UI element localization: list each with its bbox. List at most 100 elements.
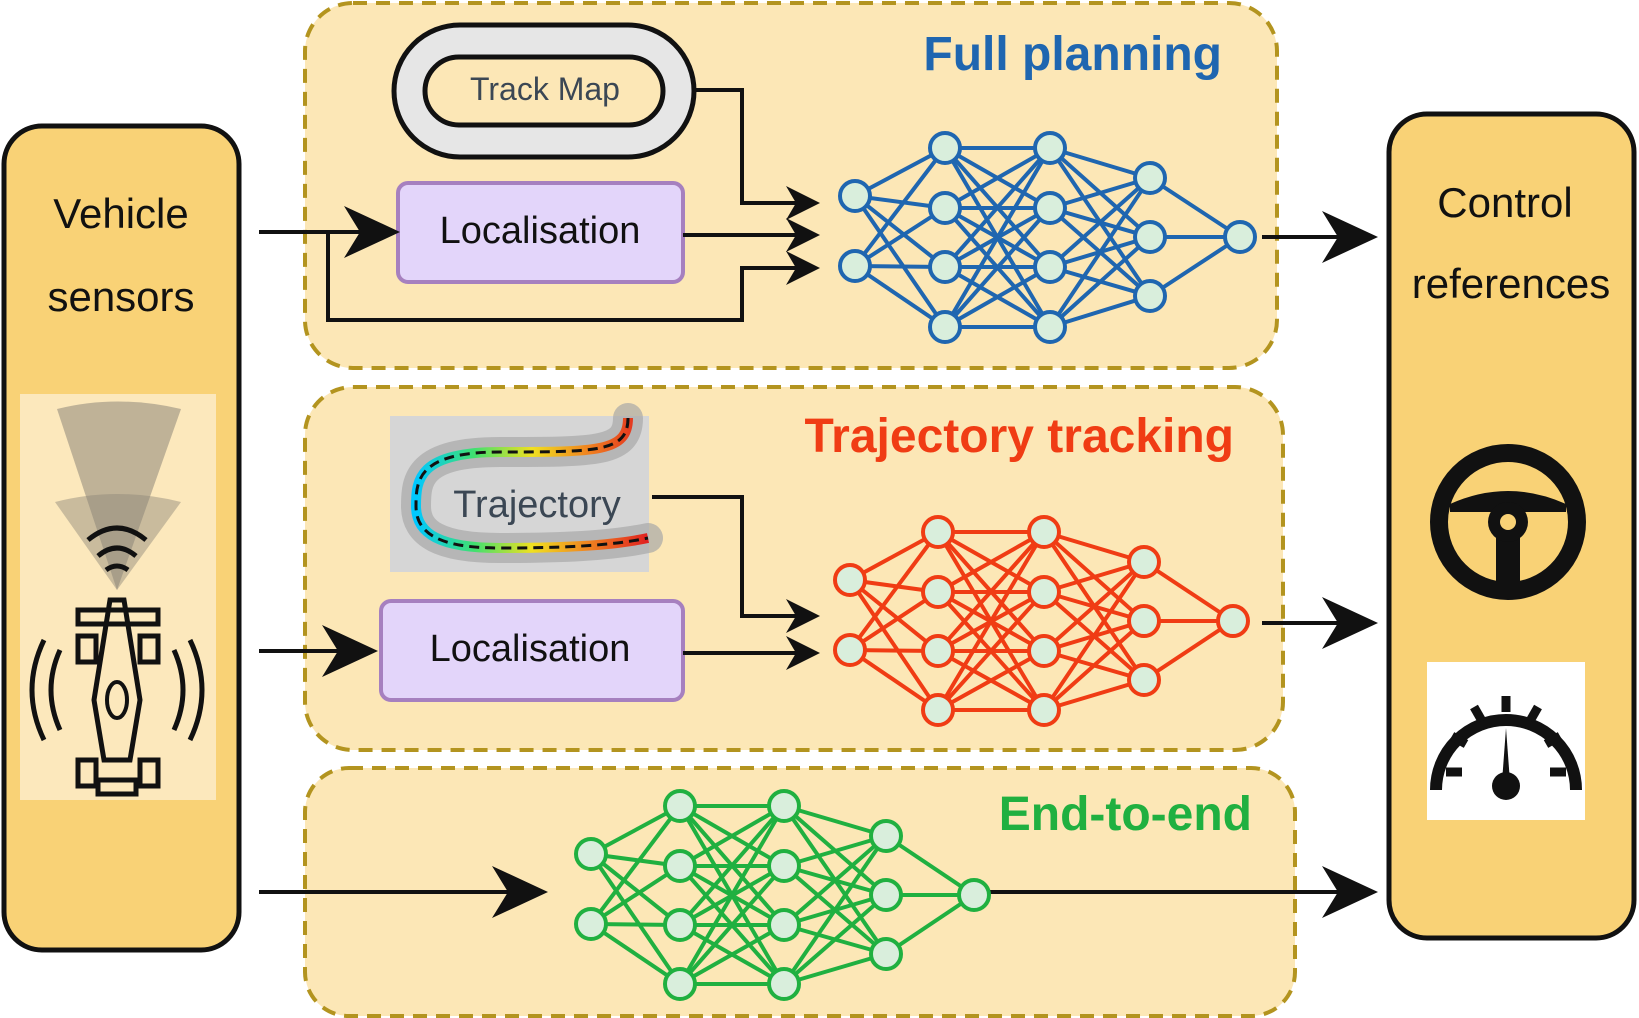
network-node xyxy=(1127,604,1161,638)
arrow-heads xyxy=(322,186,1378,918)
network-edge xyxy=(783,952,887,986)
network-edge xyxy=(1043,560,1145,594)
network-edge xyxy=(1042,560,1146,712)
network-edge xyxy=(1049,176,1151,210)
network-node xyxy=(1027,515,1061,549)
network-edge xyxy=(936,530,1046,653)
network-edge xyxy=(884,834,976,897)
network-node xyxy=(767,849,801,883)
network-node xyxy=(1223,220,1257,254)
steering-wheel-icon xyxy=(1430,444,1586,600)
network-edge xyxy=(943,146,1052,329)
neural-network-end-to-end xyxy=(574,789,991,1001)
network-node xyxy=(921,575,955,609)
network-node xyxy=(574,837,608,871)
network-edge xyxy=(782,834,888,986)
network-node xyxy=(1133,279,1167,313)
network-node xyxy=(1127,545,1161,579)
network-edge xyxy=(944,265,1051,329)
network-edge xyxy=(848,578,940,653)
network-node xyxy=(1033,250,1067,284)
network-edge xyxy=(1042,619,1146,712)
track-map-label: Track Map xyxy=(470,71,620,107)
network-node xyxy=(1033,131,1067,165)
network-edge xyxy=(937,530,1045,594)
network-node xyxy=(869,819,903,853)
speedometer-icon xyxy=(1427,662,1585,820)
title-end-to-end: End-to-end xyxy=(999,788,1252,841)
network-edge xyxy=(1042,560,1146,653)
network-node xyxy=(663,967,697,1001)
network-edge xyxy=(853,194,947,269)
control-references-label-line1: Control xyxy=(1437,179,1572,226)
title-full-planning: Full planning xyxy=(923,28,1222,81)
localisation-label-full-planning: Localisation xyxy=(440,210,641,252)
network-node xyxy=(869,878,903,912)
neural-network-trajectory-tracking xyxy=(833,515,1250,727)
network-edge xyxy=(848,590,940,652)
network-edge xyxy=(678,804,786,927)
network-node xyxy=(1133,220,1167,254)
network-edge xyxy=(589,852,682,927)
network-node xyxy=(869,937,903,971)
network-edge xyxy=(848,578,940,712)
title-trajectory-tracking: Trajectory tracking xyxy=(804,410,1234,463)
network-edge xyxy=(783,804,887,838)
network-edge xyxy=(853,264,947,329)
network-node xyxy=(767,789,801,823)
network-node xyxy=(767,967,801,1001)
network-edge xyxy=(1043,530,1145,564)
network-edge xyxy=(1142,560,1235,623)
network-edge xyxy=(679,923,785,986)
network-node xyxy=(838,179,872,213)
neural-network-full-planning xyxy=(838,131,1257,344)
network-edge xyxy=(678,804,786,986)
network-node xyxy=(767,908,801,942)
vehicle-sensors-label-line2: sensors xyxy=(47,273,194,320)
network-node xyxy=(663,789,697,823)
network-edge xyxy=(1148,235,1242,298)
network-node xyxy=(928,310,962,344)
car-sensors-icon xyxy=(20,394,216,800)
network-edge xyxy=(589,922,682,986)
network-edge xyxy=(589,852,682,986)
network-edge xyxy=(1048,176,1152,329)
network-edge xyxy=(936,590,1046,712)
network-edge xyxy=(678,864,786,986)
network-node xyxy=(663,908,697,942)
network-node xyxy=(921,634,955,668)
vehicle-sensors-label-line1: Vehicle xyxy=(53,190,188,237)
network-edge xyxy=(853,206,947,268)
network-edge xyxy=(943,146,1052,269)
network-edge xyxy=(1049,146,1151,180)
trajectory-box: Trajectory xyxy=(390,403,663,572)
network-node xyxy=(921,693,955,727)
network-edge xyxy=(944,146,1051,210)
network-node xyxy=(1027,634,1061,668)
network-node xyxy=(928,250,962,284)
network-edge xyxy=(853,194,947,329)
network-edge xyxy=(936,530,1046,712)
section-end-to-end xyxy=(303,766,1297,1018)
track-map-box: Track Map xyxy=(391,22,697,160)
network-node xyxy=(1027,693,1061,727)
network-node xyxy=(921,515,955,549)
network-edge xyxy=(1148,176,1242,239)
network-node xyxy=(1127,663,1161,697)
network-edge xyxy=(1048,176,1152,269)
network-node xyxy=(663,849,697,883)
network-node xyxy=(928,191,962,225)
network-edge xyxy=(1043,678,1145,712)
network-node xyxy=(928,131,962,165)
network-edge xyxy=(943,206,1052,329)
localisation-box-full-planning: Localisation xyxy=(396,181,685,284)
connector-lines xyxy=(259,88,1340,894)
network-node xyxy=(1033,310,1067,344)
localisation-box-trajectory-tracking: Localisation xyxy=(379,599,685,702)
network-edge xyxy=(848,530,940,652)
network-edge xyxy=(679,804,785,868)
network-edge xyxy=(937,649,1045,712)
network-edge xyxy=(848,648,940,712)
network-node xyxy=(1216,604,1250,638)
